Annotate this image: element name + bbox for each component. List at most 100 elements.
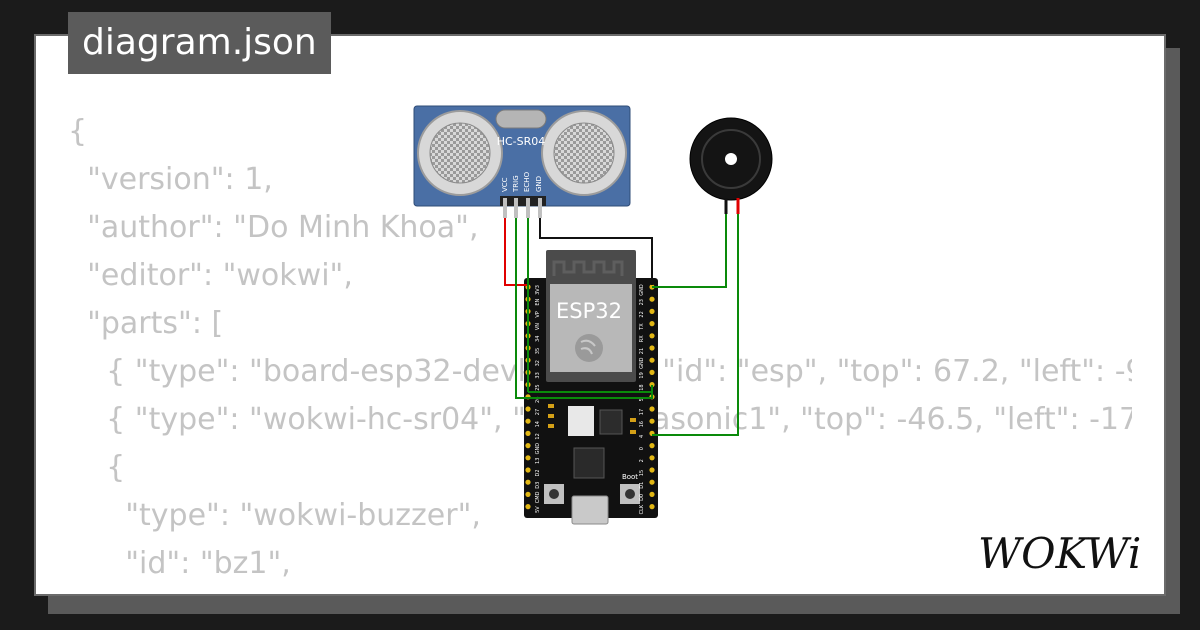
left-pin[interactable] xyxy=(525,455,531,461)
right-pin[interactable] xyxy=(649,443,655,449)
transducer-right-mesh xyxy=(553,122,615,184)
left-pin-label: 26 xyxy=(535,397,541,403)
boot-label: Boot xyxy=(622,473,638,481)
usb-port[interactable] xyxy=(571,495,609,525)
right-pin[interactable] xyxy=(649,345,655,351)
right-pin[interactable] xyxy=(649,321,655,327)
left-pin-label: VN xyxy=(535,323,541,330)
buzzer[interactable] xyxy=(689,117,773,214)
sensor-pin[interactable] xyxy=(526,198,530,218)
right-pin-label: 18 xyxy=(639,384,645,390)
sensor-pin[interactable] xyxy=(503,198,507,218)
left-pin-label: 13 xyxy=(535,458,541,464)
left-pin-label: D2 xyxy=(535,469,541,476)
code-view: { "version": 1, "author": "Do Minh Khoa"… xyxy=(68,108,1132,594)
sensor-pin-label: GND xyxy=(535,176,543,192)
right-pin[interactable] xyxy=(649,467,655,473)
right-pin-label: 17 xyxy=(639,409,645,415)
code-line: { xyxy=(68,450,126,485)
wire-buzzer-gnd xyxy=(652,214,727,288)
right-pin[interactable] xyxy=(649,308,655,314)
sensor-pin-label: TRIG xyxy=(512,175,520,193)
sensor-pin-label: VCC xyxy=(501,177,509,192)
left-pin-label: 14 xyxy=(535,421,541,427)
left-pin[interactable] xyxy=(525,467,531,473)
left-pin-label: 3V3 xyxy=(535,285,541,295)
wokwi-logo-text: WOKWi xyxy=(978,529,1141,578)
smd-cap xyxy=(630,430,636,434)
right-pin-label: 2 xyxy=(639,459,645,462)
right-pin[interactable] xyxy=(649,296,655,302)
left-pin-header: 3V3ENVPVN343532332526271412GND13D2D3CMD5… xyxy=(525,284,541,513)
smd-cap xyxy=(548,414,554,418)
right-pin[interactable] xyxy=(649,357,655,363)
wire-buzzer-signal xyxy=(652,214,739,436)
left-pin-label: 35 xyxy=(535,348,541,354)
left-pin[interactable] xyxy=(525,491,531,497)
right-pin-label: 15 xyxy=(639,470,645,476)
left-pin[interactable] xyxy=(525,443,531,449)
code-line: "author": "Do Minh Khoa", xyxy=(68,210,479,245)
smd-cap xyxy=(548,404,554,408)
board-label: ESP32 xyxy=(556,299,622,323)
code-line: "type": "wokwi-buzzer", xyxy=(68,498,481,533)
right-pin[interactable] xyxy=(649,369,655,375)
right-pin[interactable] xyxy=(649,504,655,510)
sensor-pin-label: ECHO xyxy=(523,171,531,192)
wire-gnd xyxy=(539,218,653,285)
smd-cap xyxy=(548,424,554,428)
boot-button-cap[interactable] xyxy=(625,489,635,499)
right-pin[interactable] xyxy=(649,333,655,339)
left-pin-label: 32 xyxy=(535,360,541,366)
usb-uart-chip xyxy=(573,447,605,479)
right-pin-label: 5 xyxy=(639,398,645,401)
right-pin[interactable] xyxy=(649,382,655,388)
right-pin[interactable] xyxy=(649,418,655,424)
wires xyxy=(504,214,739,436)
espressif-logo xyxy=(575,334,603,362)
ultrasonic-sensor[interactable]: HC-SR04 VCC TRIG ECHO GND xyxy=(413,105,631,218)
right-pin-label: GND xyxy=(639,284,645,296)
en-button-cap[interactable] xyxy=(549,489,559,499)
right-pin-label: GND xyxy=(639,357,645,369)
right-pin-label: 4 xyxy=(639,435,645,438)
right-pin-label: 0 xyxy=(639,447,645,450)
sensor-header xyxy=(500,196,546,206)
right-pin[interactable] xyxy=(649,491,655,497)
right-pin-label: 21 xyxy=(639,348,645,354)
file-tab[interactable]: diagram.json xyxy=(68,12,331,74)
left-pin-label: 5V xyxy=(535,506,541,513)
left-pin[interactable] xyxy=(525,406,531,412)
code-line: "id": "bz1", xyxy=(68,546,291,581)
wire-vcc xyxy=(504,218,528,286)
left-pin[interactable] xyxy=(525,430,531,436)
left-pin-label: 34 xyxy=(535,336,541,342)
left-pin-label: 25 xyxy=(535,384,541,390)
left-pin[interactable] xyxy=(525,479,531,485)
left-pin-label: VP xyxy=(535,311,541,317)
right-pin[interactable] xyxy=(649,455,655,461)
left-pin-label: 12 xyxy=(535,433,541,439)
crystal-oscillator xyxy=(495,109,547,129)
right-pin[interactable] xyxy=(649,479,655,485)
code-line: { xyxy=(68,114,88,149)
right-pin-label: D1 xyxy=(639,482,645,489)
transducer-left-mesh xyxy=(429,122,491,184)
right-pin-label: 22 xyxy=(639,311,645,317)
right-pin-label: 23 xyxy=(639,299,645,305)
esp32-board[interactable]: ESP32 Boot 3V3ENVPVN343532332526271412GN… xyxy=(524,250,658,525)
right-pin-label: 19 xyxy=(639,372,645,378)
sensor-pin[interactable] xyxy=(538,198,542,218)
sensor-pin[interactable] xyxy=(514,198,518,218)
ldo-regulator xyxy=(568,406,594,436)
right-pin-label: D0 xyxy=(639,494,645,501)
left-pin[interactable] xyxy=(525,418,531,424)
right-pin[interactable] xyxy=(649,406,655,412)
right-pin-label: RX xyxy=(639,335,645,342)
left-pin-label: 27 xyxy=(535,409,541,415)
left-pin[interactable] xyxy=(525,504,531,510)
wokwi-logo: WOKWi xyxy=(978,529,1141,578)
code-line: "parts": [ xyxy=(68,306,224,341)
